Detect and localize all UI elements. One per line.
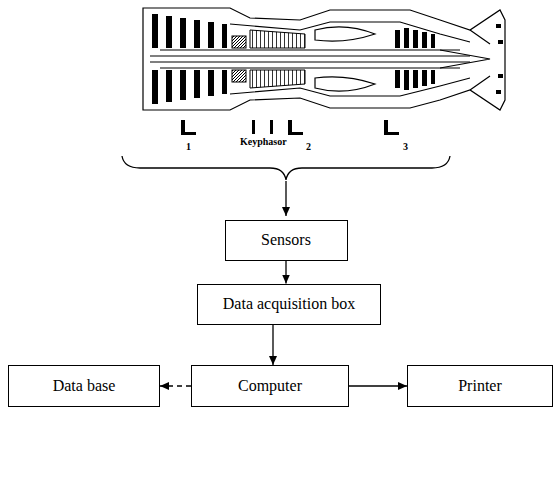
box-label: Computer xyxy=(230,377,310,395)
engine-casing xyxy=(143,8,505,110)
flow-arrow xyxy=(349,385,407,386)
flow-arrow xyxy=(272,325,273,366)
sensor-name: Keyphasor xyxy=(240,136,287,147)
box-label: Printer xyxy=(450,377,510,395)
box-label: Data acquisition box xyxy=(215,295,363,313)
box-label: Data base xyxy=(45,377,124,395)
process-box: Data acquisition box xyxy=(197,284,381,325)
flow-arrow xyxy=(285,261,286,284)
turbine-blades xyxy=(395,28,435,90)
dashed-arrow xyxy=(160,385,191,386)
fan-blades xyxy=(152,14,227,104)
storage-box: Data base xyxy=(8,365,160,407)
brace xyxy=(122,156,450,180)
process-box: Computer xyxy=(191,365,349,407)
brace-arrow xyxy=(285,181,286,216)
sensor-markers xyxy=(181,120,399,135)
output-box: Printer xyxy=(407,365,553,407)
process-box: Sensors xyxy=(225,220,348,261)
compressor-stages xyxy=(232,30,305,88)
callout-number: 2 xyxy=(306,141,311,152)
callout-number: 1 xyxy=(186,141,191,152)
callout-number: 3 xyxy=(403,141,408,152)
exhaust-flaps xyxy=(496,24,503,94)
box-label: Sensors xyxy=(253,231,319,249)
